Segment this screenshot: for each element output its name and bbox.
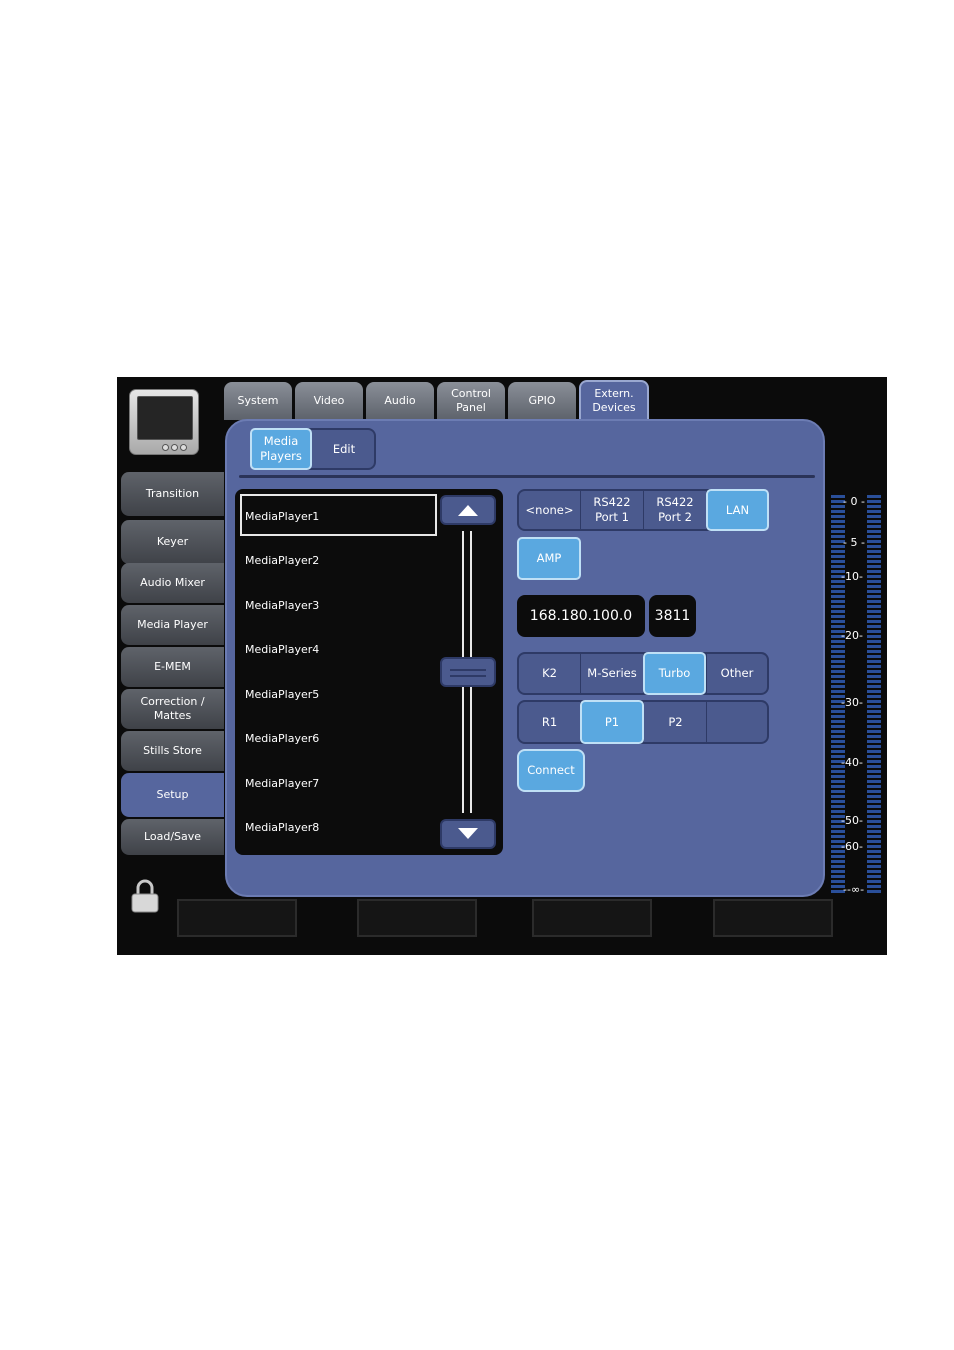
softkey-2[interactable] [357, 899, 477, 937]
port-number-field[interactable]: 3811 [649, 595, 696, 637]
softkey-3[interactable] [532, 899, 652, 937]
device-m-series-button[interactable]: M-Series [587, 666, 637, 680]
meter-tick: --∞- [843, 883, 865, 896]
connect-button[interactable]: Connect [517, 749, 585, 792]
list-item[interactable]: MediaPlayer8 [245, 821, 320, 834]
list-item[interactable]: MediaPlayer2 [245, 554, 320, 567]
scroll-thumb[interactable] [440, 657, 496, 687]
channel-p2-button[interactable]: P2 [668, 714, 683, 729]
sidebar-item-keyer[interactable]: Keyer [121, 520, 224, 564]
meter-tick: -10- [841, 570, 863, 583]
selected-item-frame [240, 494, 437, 536]
list-item[interactable]: MediaPlayer5 [245, 688, 320, 701]
tab-audio[interactable]: Audio [366, 382, 434, 420]
arrow-down-icon [458, 828, 478, 839]
softkey-1[interactable] [177, 899, 297, 937]
meter-tick: -40- [841, 756, 863, 769]
meter-tick: -20- [841, 629, 863, 642]
device-k2-button[interactable]: K2 [542, 666, 557, 680]
sidebar-item-audio-mixer[interactable]: Audio Mixer [121, 563, 224, 603]
protocol-amp-button[interactable]: AMP [517, 537, 581, 580]
port-rs422-1-button[interactable]: RS422 Port 1 [593, 495, 631, 524]
ip-address-field[interactable]: 168.180.100.0 [517, 595, 645, 637]
audio-meter-right [867, 495, 881, 893]
arrow-up-icon [458, 505, 478, 516]
audio-meter-left [831, 495, 845, 893]
sidebar-item-correction-mattes[interactable]: Correction / Mattes [121, 689, 224, 729]
player-list: MediaPlayer1 MediaPlayer2 MediaPlayer3 M… [235, 489, 503, 855]
port-none-button[interactable]: <none> [525, 502, 574, 517]
switcher-screen: System Video Audio Control Panel GPIO Ex… [117, 377, 887, 955]
subtab-media-players[interactable]: Media Players [250, 428, 312, 470]
device-turbo-button[interactable]: Turbo [643, 652, 706, 695]
port-lan-button[interactable]: LAN [706, 489, 769, 531]
meter-tick: -50- [841, 814, 863, 827]
softkey-4[interactable] [713, 899, 833, 937]
channel-empty-button[interactable] [707, 702, 767, 742]
divider [239, 475, 815, 478]
list-item[interactable]: MediaPlayer6 [245, 732, 320, 745]
scroll-up-button[interactable] [440, 495, 496, 525]
sidebar-item-transition[interactable]: Transition [121, 472, 224, 516]
sidebar-item-load-save[interactable]: Load/Save [121, 819, 224, 855]
tab-video[interactable]: Video [295, 382, 363, 420]
scroll-down-button[interactable] [440, 819, 496, 849]
meter-tick: - 5 - [843, 536, 865, 549]
meter-tick: -30- [841, 696, 863, 709]
monitor-icon[interactable] [129, 389, 199, 455]
list-item[interactable]: MediaPlayer1 [245, 510, 320, 523]
channel-p1-button[interactable]: P1 [580, 700, 644, 744]
tab-gpio[interactable]: GPIO [508, 382, 576, 420]
lock-icon[interactable] [130, 879, 160, 913]
sidebar-item-media-player[interactable]: Media Player [121, 605, 224, 645]
list-item[interactable]: MediaPlayer7 [245, 777, 320, 790]
list-item[interactable]: MediaPlayer4 [245, 643, 320, 656]
sidebar-item-setup[interactable]: Setup [121, 773, 224, 817]
meter-tick: - 0 - [843, 495, 865, 508]
tab-extern-devices[interactable]: Extern. Devices [579, 380, 649, 420]
port-rs422-2-button[interactable]: RS422 Port 2 [656, 495, 694, 524]
subtab-edit[interactable]: Edit [332, 441, 356, 456]
tab-control-panel[interactable]: Control Panel [437, 382, 505, 420]
tab-system[interactable]: System [224, 382, 292, 420]
sidebar-item-stills-store[interactable]: Stills Store [121, 731, 224, 771]
sidebar-item-e-mem[interactable]: E-MEM [121, 647, 224, 687]
device-other-button[interactable]: Other [720, 666, 754, 680]
channel-r1-button[interactable]: R1 [541, 714, 558, 729]
meter-tick: -60- [841, 840, 863, 853]
list-item[interactable]: MediaPlayer3 [245, 599, 320, 612]
